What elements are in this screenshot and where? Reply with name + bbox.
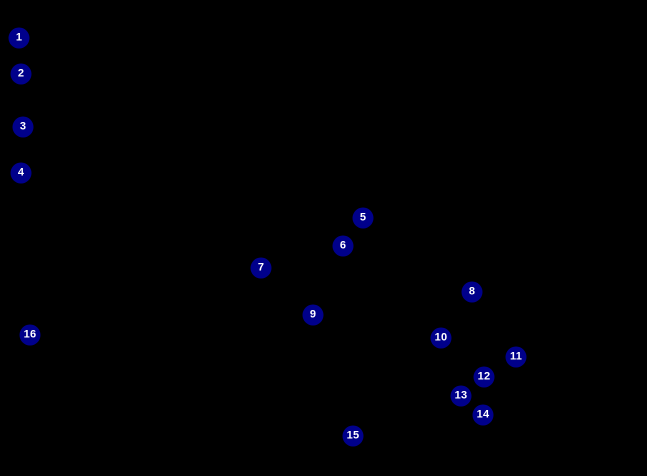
annotation-marker-label: 12 <box>477 370 491 383</box>
annotation-marker-label: 1 <box>15 31 23 44</box>
annotation-marker-16[interactable]: 16 <box>19 324 41 346</box>
annotation-marker-13[interactable]: 13 <box>450 385 472 407</box>
annotation-marker-2[interactable]: 2 <box>10 63 32 85</box>
annotation-marker-1[interactable]: 1 <box>8 27 30 49</box>
annotation-marker-label: 6 <box>339 239 347 252</box>
annotation-marker-label: 2 <box>17 67 25 80</box>
annotation-marker-label: 5 <box>359 211 367 224</box>
annotation-marker-15[interactable]: 15 <box>342 425 364 447</box>
annotation-marker-11[interactable]: 11 <box>505 346 527 368</box>
annotation-marker-label: 16 <box>23 328 37 341</box>
annotation-marker-3[interactable]: 3 <box>12 116 34 138</box>
annotation-marker-label: 15 <box>346 429 360 442</box>
annotation-marker-label: 14 <box>476 408 490 421</box>
annotation-marker-label: 8 <box>468 285 476 298</box>
annotation-marker-label: 13 <box>454 389 468 402</box>
annotation-marker-10[interactable]: 10 <box>430 327 452 349</box>
annotation-marker-5[interactable]: 5 <box>352 207 374 229</box>
annotation-marker-14[interactable]: 14 <box>472 404 494 426</box>
annotation-marker-label: 9 <box>309 308 317 321</box>
annotation-marker-label: 10 <box>434 331 448 344</box>
annotation-marker-label: 4 <box>17 166 25 179</box>
annotation-marker-label: 3 <box>19 120 27 133</box>
annotation-marker-6[interactable]: 6 <box>332 235 354 257</box>
annotation-marker-7[interactable]: 7 <box>250 257 272 279</box>
annotation-marker-4[interactable]: 4 <box>10 162 32 184</box>
annotation-marker-8[interactable]: 8 <box>461 281 483 303</box>
annotation-marker-12[interactable]: 12 <box>473 366 495 388</box>
annotation-marker-label: 11 <box>509 350 523 363</box>
annotation-marker-label: 7 <box>257 261 265 274</box>
annotation-marker-9[interactable]: 9 <box>302 304 324 326</box>
